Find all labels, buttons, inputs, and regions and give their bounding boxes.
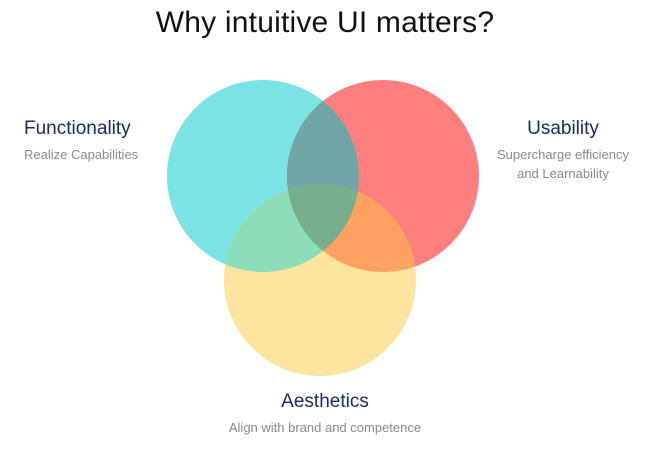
usability-aesthetics-overlap [287,184,416,272]
functionality-aesthetics-overlap [224,184,359,272]
functionality-heading: Functionality [24,118,131,139]
usability-subtext-line-2: and Learnability [517,166,609,181]
usability-subtext-line-1: Supercharge efficiency [496,147,629,162]
page-title: Why intuitive UI matters? [155,6,495,39]
usability-heading: Usability [527,118,599,139]
aesthetics-heading: Aesthetics [281,391,369,412]
functionality-subtext: Realize Capabilities [24,147,139,162]
aesthetics-subtext: Align with brand and competence [228,420,422,435]
